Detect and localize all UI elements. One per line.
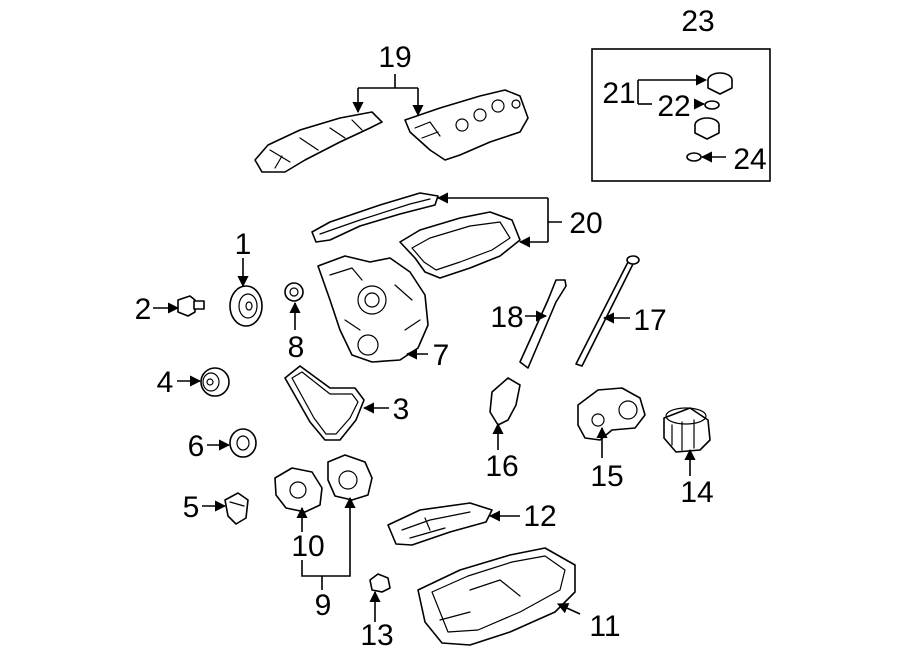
callout-21: 21 <box>602 77 635 110</box>
part-crankshaft-pulley <box>229 285 263 327</box>
part-bolt <box>177 295 205 317</box>
callout-13: 13 <box>360 619 393 652</box>
part-intake-gasket <box>399 211 521 279</box>
part-oil-pressure-sensor <box>369 573 391 593</box>
part-oil-pickup <box>489 377 521 426</box>
callout-5: 5 <box>183 491 200 524</box>
callout-22: 22 <box>657 90 690 123</box>
callout-10: 10 <box>291 530 324 563</box>
part-valve-cover-gasket <box>311 192 439 243</box>
callout-1: 1 <box>235 228 252 261</box>
callout-11: 11 <box>589 610 620 643</box>
callout-6: 6 <box>188 430 205 463</box>
callout-14: 14 <box>680 476 713 509</box>
part-cap-seal <box>704 100 720 110</box>
part-oil-fill-cap-alt <box>694 117 720 140</box>
callout-8: 8 <box>288 331 305 364</box>
callout-18: 18 <box>490 301 523 334</box>
callout-4: 4 <box>157 366 174 399</box>
callout-19: 19 <box>378 41 411 74</box>
callout-3: 3 <box>393 393 410 426</box>
part-phaser-left <box>274 467 323 513</box>
part-windage-tray <box>387 502 493 546</box>
part-phaser-right <box>327 454 373 501</box>
callout-20: 20 <box>569 207 602 240</box>
part-cam-sensor <box>224 492 249 525</box>
part-idler-pulley <box>229 428 257 458</box>
callout-17: 17 <box>633 304 666 337</box>
part-dipstick-tube <box>519 279 567 369</box>
callout-7: 7 <box>433 339 450 372</box>
part-front-seal <box>284 282 304 302</box>
part-oil-fill-cap <box>707 72 733 95</box>
callout-9: 9 <box>315 589 332 622</box>
part-oil-filter <box>663 407 711 453</box>
callout-24: 24 <box>733 143 766 176</box>
part-tensioner-pulley <box>200 367 230 397</box>
part-oil-filter-adapter <box>577 387 646 441</box>
callout-16: 16 <box>485 450 518 483</box>
callout-2: 2 <box>135 293 152 326</box>
inset-box <box>591 48 771 182</box>
part-oil-pan <box>417 547 576 646</box>
callout-23: 23 <box>681 5 714 38</box>
part-timing-cover <box>317 255 429 363</box>
leader-lines <box>153 74 726 622</box>
part-timing-chain <box>284 365 365 441</box>
part-o-ring <box>686 152 702 162</box>
part-dipstick <box>575 255 640 367</box>
callout-12: 12 <box>523 500 556 533</box>
callout-15: 15 <box>590 460 623 493</box>
part-engine-cover-left <box>254 111 383 173</box>
part-engine-cover-right <box>404 89 529 161</box>
